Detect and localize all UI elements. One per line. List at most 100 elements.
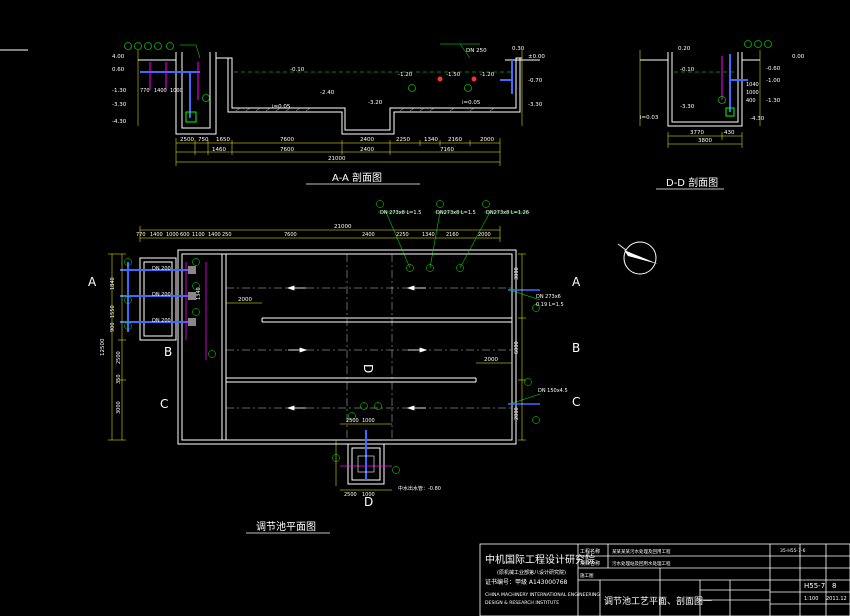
institute-subname: (原机械工业部第八设计研究院): [497, 569, 566, 576]
plan-dim-top-7: 250: [222, 232, 232, 238]
plan-callout-top-1: DN 273x8 L=1.5: [380, 210, 421, 216]
aa-section-title: A-A 剖面图: [332, 171, 382, 184]
dd-dimension-lines: [639, 50, 761, 148]
plan-left-dim-1: 1840: [110, 277, 116, 290]
plan-dim-top-12: 2160: [446, 232, 459, 238]
aa-elev-13: ±0.00: [528, 54, 545, 60]
plan-right-leaders: [509, 289, 541, 424]
plan-right-dim-1: 3000: [514, 267, 520, 280]
plan-left-dim-3: 1340: [196, 287, 202, 300]
institute-name-en-2: DESIGN & RESEARCH INSTITUTE: [485, 600, 559, 606]
plan-dim-top-2: 1400: [150, 232, 163, 238]
aa-dim-mid-2: 7600: [280, 147, 294, 153]
plan-section-mark-d-bottom: D: [364, 495, 373, 509]
stage-label: 施工图: [580, 572, 594, 579]
aa-valves: [437, 76, 477, 82]
plan-left-dim-9: 900: [110, 322, 116, 332]
plan-pipe-3: DN 200: [152, 318, 171, 324]
plan-callout-top-2: DN273x8 L=1.5: [436, 210, 476, 216]
plan-dim-top-3: 1000: [166, 232, 179, 238]
plan-dim-top-6: 1400: [208, 232, 221, 238]
aa-dim-top-7: 2000: [480, 137, 494, 143]
plan-bottom-callouts: [332, 402, 400, 474]
dd-dim-4: 1040: [746, 82, 759, 88]
aa-elev-6: -0.10: [290, 67, 305, 73]
aa-leaders: [180, 43, 480, 59]
project-name: 某某某某污水处理及回用工程: [612, 548, 671, 555]
dd-slope: i=0.03: [640, 115, 659, 121]
plan-view: 2000 2000 DN 200 DN 200 DN 200: [88, 200, 581, 534]
plan-bottom-dim-4: 1000: [362, 492, 375, 498]
plan-callout-right-2: DN 150x4.5: [538, 388, 568, 394]
aa-elev-9: -1.20: [480, 72, 495, 78]
aa-dim-total: 21000: [328, 156, 346, 162]
plan-inner-dim-2: 2000: [484, 357, 498, 363]
aa-elev-1: 4.00: [112, 54, 125, 60]
aa-elev-2: 0.60: [112, 67, 125, 73]
plan-right-dim-2: 6000: [514, 341, 520, 354]
drawing-scale: 1:100: [804, 596, 818, 602]
plan-flow-arrows: [286, 285, 428, 411]
plan-bottom-label: 中水出水管：-0.80: [398, 485, 441, 492]
plan-dim-top-8: 7600: [284, 232, 297, 238]
plan-bottom-dim-2: 1000: [362, 418, 375, 424]
aa-section: 4.00 0.60 -1.30 -3.30 -4.30 -0.10 -1.20 …: [112, 42, 545, 185]
plan-section-mark-d-center: D: [361, 364, 375, 373]
dd-elev-3: -0.10: [680, 67, 695, 73]
plan-inner-dim-1: 2000: [238, 297, 252, 303]
plan-bottom-dim-lines: [335, 423, 392, 491]
title-block-frame: [479, 543, 850, 616]
plan-bottom-dim-1: 2500: [346, 418, 359, 424]
plan-pipe-2: DN 200: [152, 292, 171, 298]
dd-dim-2: 430: [724, 130, 735, 136]
plan-left-dim-2: 1550: [110, 305, 116, 318]
sheet-number: 8: [832, 582, 836, 590]
plan-callout-right-3: 0.19 L=1.5: [536, 302, 564, 308]
plan-left-dim-7: 3000: [116, 401, 122, 414]
aa-elev-7: -1.20: [398, 72, 413, 78]
aa-dim-top-6: 2160: [448, 137, 462, 143]
plan-section-mark-c-left: C: [160, 397, 168, 411]
north-arrow-icon: [617, 241, 658, 275]
plan-grid: [226, 254, 512, 440]
plan-right-dim-lines: [518, 253, 526, 441]
plan-dim-top-4: 600: [180, 232, 190, 238]
dd-elev-7: -3.30: [680, 104, 695, 110]
plan-bottom-dim-3: 2500: [344, 492, 357, 498]
dd-elev-8: -4.30: [750, 116, 765, 122]
aa-left-dim-3: 1000: [170, 88, 183, 94]
dd-elev-4: -0.60: [766, 66, 781, 72]
aa-dimension-lines: [137, 50, 523, 166]
drawing-number: H55-7: [804, 582, 825, 590]
plan-total-dim: 21000: [334, 224, 352, 230]
aa-dim-top-4: 2250: [396, 137, 410, 143]
plan-view-title: 调节池平面图: [256, 520, 316, 533]
aa-callouts: [124, 42, 472, 102]
plan-pipes: [120, 262, 540, 480]
dd-section-title: D-D 剖面图: [666, 176, 718, 189]
aa-left-dim-2: 1400: [154, 88, 167, 94]
plan-dim-top-5: 1100: [192, 232, 205, 238]
plan-left-callouts: [124, 258, 216, 358]
aa-elev-11: -3.20: [368, 100, 383, 106]
dd-pipes: [721, 54, 748, 117]
institute-name-en-1: CHINA MACHINERY INTERNATIONAL ENGINEERIN…: [485, 592, 600, 598]
aa-elev-5: -4.30: [112, 119, 127, 125]
plan-top-dim-lines: [139, 226, 501, 242]
plan-section-mark-a-right: A: [572, 275, 581, 289]
aa-dim-mid-1: 1460: [212, 147, 226, 153]
item-label: 项目名称: [580, 560, 600, 567]
plan-inner-dims: [226, 302, 512, 364]
plan-callout-right-1: DN 273x6: [536, 294, 561, 300]
plan-dim-top-13: 2000: [478, 232, 491, 238]
drawing-date: 2011.12: [826, 596, 847, 602]
aa-slope-2: i=0.05: [462, 100, 481, 106]
plan-dim-top-1: 770: [136, 232, 146, 238]
plan-right-dim-3: 2000: [514, 407, 520, 420]
dd-walls: [640, 52, 760, 127]
dd-dim-1: 3770: [690, 130, 704, 136]
aa-dim-top-5: 1340: [424, 137, 438, 143]
aa-elev-12: 0.30: [512, 46, 525, 52]
dd-elev-1: 0.20: [678, 46, 691, 52]
